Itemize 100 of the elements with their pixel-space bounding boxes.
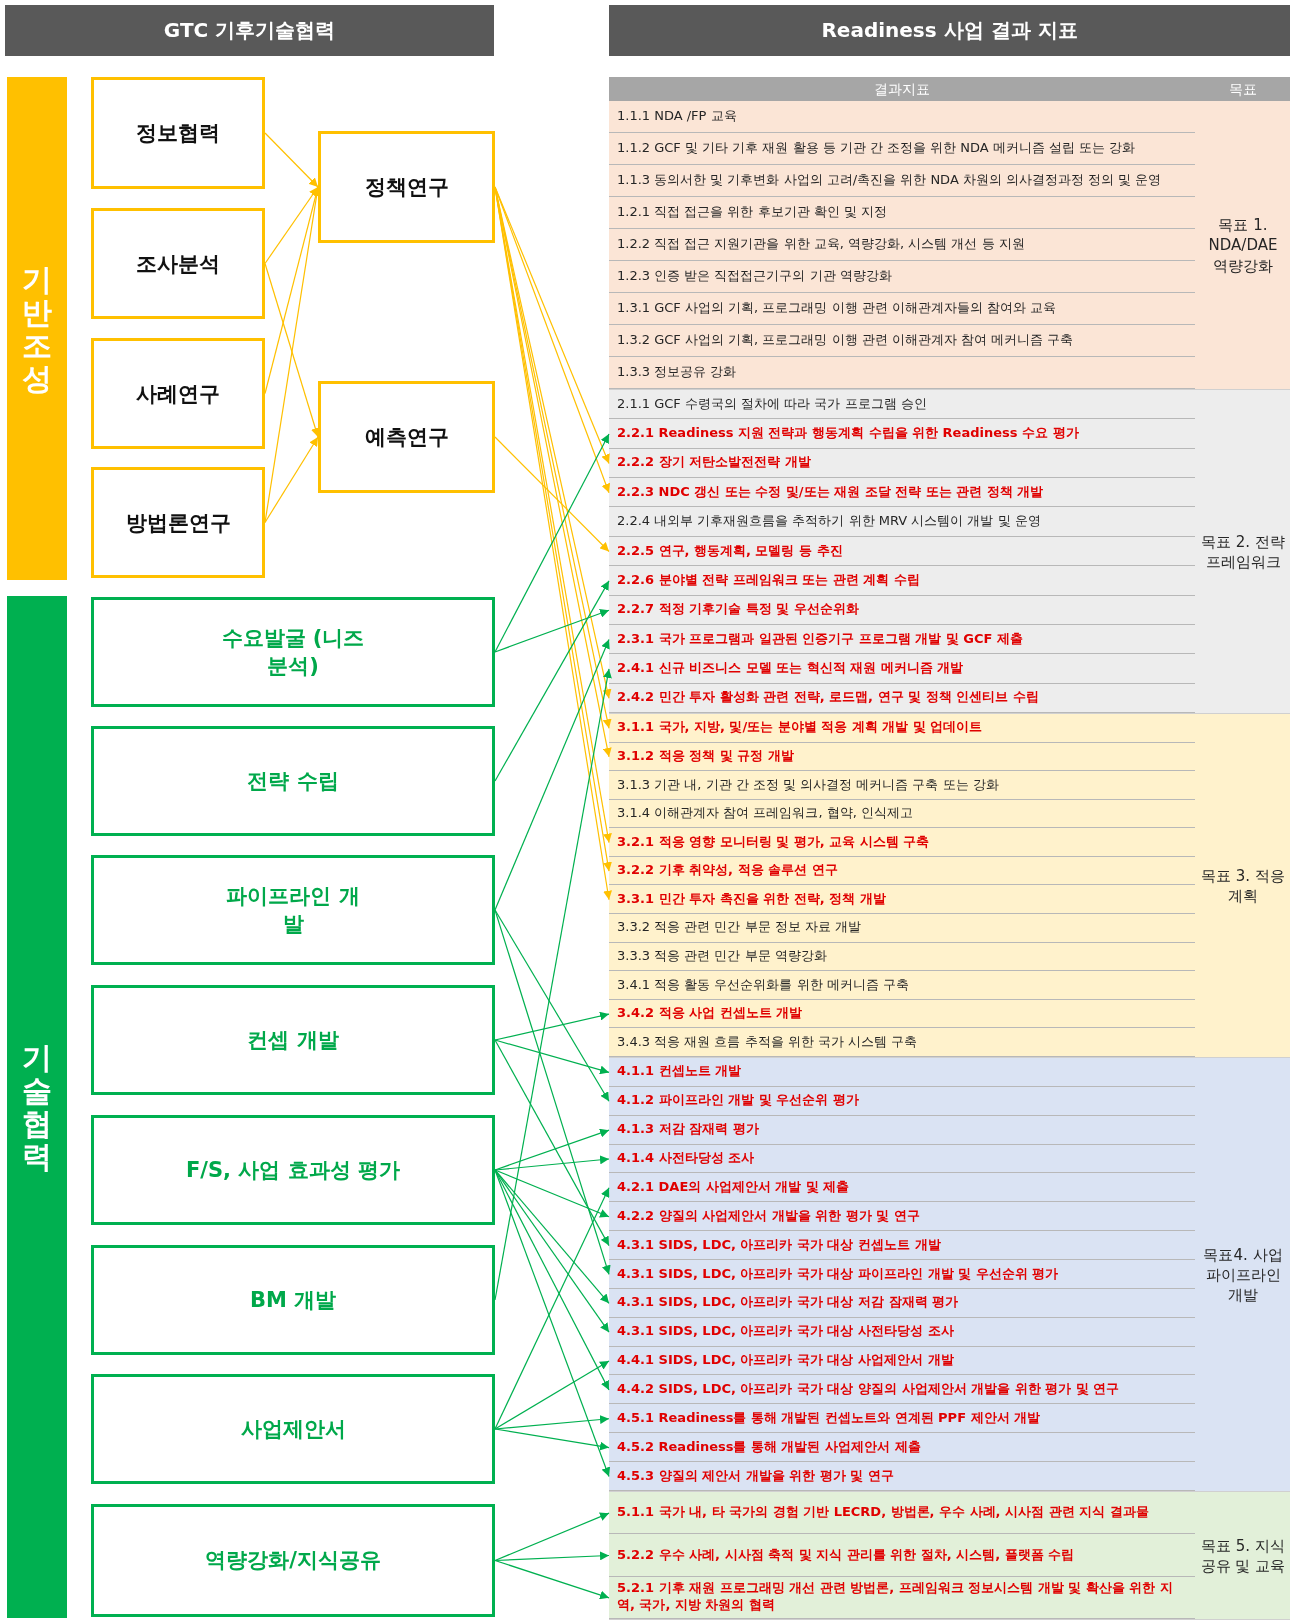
activity-box: BM 개발 <box>91 1245 495 1355</box>
arrow <box>264 436 319 524</box>
indicator-row: 2.2.3 NDC 갱신 또는 수정 및/또는 재원 조달 전략 또는 관련 정책 개발 <box>609 478 1195 508</box>
arrow <box>494 909 610 1102</box>
goal-label: 목표4. 사업 파이프라인개발 <box>1202 1244 1284 1305</box>
arrow <box>494 1039 610 1075</box>
arrow <box>494 1169 610 1333</box>
indicator-row: 2.2.7 적정 기후기술 특정 및 우선순위화 <box>609 595 1195 625</box>
indicator-row: 3.1.2 적응 정책 및 규정 개발 <box>609 742 1195 772</box>
arrow <box>264 132 319 188</box>
indicator-row: 4.3.1 SIDS, LDC, 아프리카 국가 대상 저감 잠재력 평가 <box>609 1288 1195 1318</box>
activity-box: 파이프라인 개발 <box>91 855 495 965</box>
indicator-row: 2.4.2 민간 투자 활성화 관련 전략, 로드맵, 연구 및 정책 인센티브 수립 <box>609 683 1195 713</box>
indicator-row: 4.1.3 저감 잠재력 평가 <box>609 1115 1195 1145</box>
indicator-row: 2.2.1 Readiness 지원 전략과 행동계획 수립을 위한 Readiness 수요 평가 <box>609 419 1195 449</box>
arrow <box>494 580 610 782</box>
indicator-row: 4.5.1 Readiness를 통해 개발된 컨셉노트와 연계된 PPF 제안서 개발 <box>609 1404 1195 1434</box>
activity-box: 방법론연구 <box>91 467 265 578</box>
goal-label: 목표 2. 전략 프레임워크 <box>1200 531 1286 572</box>
indicator-row: 1.2.3 인증 받은 직접접근기구의 기관 역량강화 <box>609 261 1195 293</box>
arrow <box>494 1011 610 1041</box>
indicator-row: 5.2.1 기후 재원 프로그래밍 개선 관련 방법론, 프레임워크 정보시스템 개발 및 확산을 위한 지역, 국가, 지방 차원의 협력 <box>609 1576 1195 1619</box>
indicator-row: 3.4.2 적응 사업 컨셉노트 개발 <box>609 999 1195 1029</box>
activity-box: 조사분석 <box>91 208 265 319</box>
indicator-row: 4.3.1 SIDS, LDC, 아프리카 국가 대상 사전타당성 조사 <box>609 1317 1195 1347</box>
indicator-row: 2.3.1 국가 프로그램과 일관된 인증기구 프로그램 개발 및 GCF 제출 <box>609 624 1195 655</box>
indicator-row: 2.2.6 분야별 전략 프레임워크 또는 관련 계획 수립 <box>609 566 1195 596</box>
indicator-row: 1.3.2 GCF 사업의 기획, 프로그래밍 이행 관련 이해관계자 참여 메커니즘 구축 <box>609 325 1195 357</box>
indicator-row: 3.3.2 적응 관련 민간 부문 정보 자료 개발 <box>609 914 1195 943</box>
activity-box: 컨셉 개발 <box>91 985 495 1095</box>
activity-box: 역량강화/지식공유 <box>91 1504 495 1617</box>
arrow <box>494 1169 610 1304</box>
goal-band <box>609 1058 1290 1492</box>
activity-box: F/S, 사업 효과성 평가 <box>91 1115 495 1225</box>
activity-box: 전략 수립 <box>91 726 495 836</box>
indicator-row: 1.3.1 GCF 사업의 기획, 프로그래밍 이행 관련 이해관계자들의 참여와 교육 <box>609 293 1195 325</box>
arrow <box>494 1169 611 1478</box>
indicator-row: 5.1.1 국가 내, 타 국가의 경험 기반 LECRD, 방법론, 우수 사례, 시사점 관련 지식 결과물 <box>609 1492 1195 1535</box>
arrow <box>264 262 320 438</box>
goal-label: 목표 5. 지식 공유 및 교육 <box>1199 1535 1287 1576</box>
activity-box: 수요발굴 (니즈 분석) <box>91 597 495 707</box>
activity-box: 사례연구 <box>91 338 265 449</box>
arrow <box>494 909 611 1276</box>
indicator-row: 2.2.4 내외부 기후재원흐름을 추적하기 위한 MRV 시스템이 개발 및 운영 <box>609 507 1195 537</box>
indicator-row: 3.2.2 기후 취약성, 적응 솔루션 연구 <box>609 856 1195 886</box>
category-band: 기반조성 <box>7 77 67 580</box>
arrow <box>494 1415 610 1430</box>
arrow <box>494 1039 610 1247</box>
arrow <box>494 433 610 653</box>
arrow <box>494 609 610 653</box>
goal-label: 목표 1. NDA/DAE 역량강화 <box>1207 214 1279 276</box>
arrow <box>494 638 610 911</box>
goal-band <box>609 390 1290 714</box>
activity-box: 정보협력 <box>91 77 265 189</box>
indicator-row: 1.3.3 정보공유 강화 <box>609 357 1195 389</box>
indicator-row: 5.2.2 우수 사례, 시사점 축적 및 지식 관리를 위한 절차, 시스템, 플랫폼 수립 <box>609 1534 1195 1577</box>
activity-box: 정책연구 <box>318 131 495 243</box>
indicator-row: 3.1.4 이해관계자 참여 프레임워크, 협약, 인식제고 <box>609 799 1195 829</box>
arrow <box>494 436 610 553</box>
goal-band <box>609 714 1290 1058</box>
goal-band <box>609 101 1290 390</box>
indicator-row: 4.1.2 파이프라인 개발 및 우선순위 평가 <box>609 1086 1195 1116</box>
indicator-row: 3.3.3 적응 관련 민간 부문 역량강화 <box>609 942 1195 972</box>
arrow <box>494 1155 610 1171</box>
arrow <box>494 1187 610 1430</box>
goal-band <box>609 1492 1290 1620</box>
indicator-row: 2.2.2 장기 저탄소발전전략 개발 <box>609 448 1195 479</box>
indicator-row: 4.3.1 SIDS, LDC, 아프리카 국가 대상 파이프라인 개발 및 우선순위 평가 <box>609 1260 1195 1289</box>
arrow <box>494 1512 610 1562</box>
arrow <box>494 1128 610 1171</box>
indicator-row: 4.5.2 Readiness를 통해 개발된 사업제안서 제출 <box>609 1433 1195 1463</box>
arrow <box>494 1360 610 1430</box>
indicator-row: 3.2.1 적응 영향 모니터링 및 평가, 교육 시스템 구축 <box>609 828 1195 857</box>
goal-label: 목표 3. 적응 계획 <box>1200 865 1286 906</box>
arrow <box>264 186 319 265</box>
indicator-row: 3.4.3 적응 재원 흐름 추적을 위한 국가 시스템 구축 <box>609 1028 1195 1057</box>
arrow <box>494 1559 610 1600</box>
section-header: GTC 기후기술협력 <box>5 5 494 56</box>
category-band: 기술협력 <box>7 596 67 1618</box>
indicator-row: 3.3.1 민간 투자 촉진을 위한 전략, 정책 개발 <box>609 885 1195 915</box>
indicator-row: 1.2.2 직접 접근 지원기관을 위한 교육, 역량강화, 시스템 개선 등 지원 <box>609 229 1195 261</box>
indicator-row: 4.4.1 SIDS, LDC, 아프리카 국가 대상 사업제안서 개발 <box>609 1346 1195 1376</box>
indicator-row: 4.4.2 SIDS, LDC, 아프리카 국가 대상 양질의 사업제안서 개발을 위한 평가 및 연구 <box>609 1375 1195 1405</box>
arrow <box>494 1428 610 1451</box>
indicator-row: 4.2.2 양질의 사업제안서 개발을 위한 평가 및 연구 <box>609 1202 1195 1232</box>
indicator-row: 1.1.3 동의서한 및 기후변화 사업의 고려/촉진을 위한 NDA 차원의 의사결정과정 정의 및 운영 <box>609 165 1195 197</box>
activity-box: 예측연구 <box>318 381 495 493</box>
indicator-row: 4.1.1 컨셉노트 개발 <box>609 1058 1195 1087</box>
arrow <box>494 1169 610 1218</box>
arrow <box>494 1551 610 1562</box>
column-header: 결과지표 <box>873 80 931 99</box>
indicator-row: 4.1.4 사전타당성 조사 <box>609 1144 1195 1174</box>
arrow <box>494 668 612 1301</box>
indicator-row: 2.2.5 연구, 행동계획, 모델링 등 추진 <box>609 536 1195 567</box>
indicator-row: 4.5.3 양질의 제안서 개발을 위한 평가 및 연구 <box>609 1462 1195 1491</box>
indicator-row: 3.1.1 국가, 지방, 및/또는 분야별 적응 계획 개발 및 업데이트 <box>609 714 1195 743</box>
indicator-row: 1.1.2 GCF 및 기타 기후 재원 활용 등 기관 간 조정을 위한 NDA 메커니즘 설립 또는 강화 <box>609 133 1195 165</box>
indicator-row: 2.4.1 신규 비즈니스 모델 또는 혁신적 재원 메커니즘 개발 <box>609 654 1195 684</box>
section-header: Readiness 사업 결과 지표 <box>609 5 1290 56</box>
activity-box: 사업제안서 <box>91 1374 495 1484</box>
